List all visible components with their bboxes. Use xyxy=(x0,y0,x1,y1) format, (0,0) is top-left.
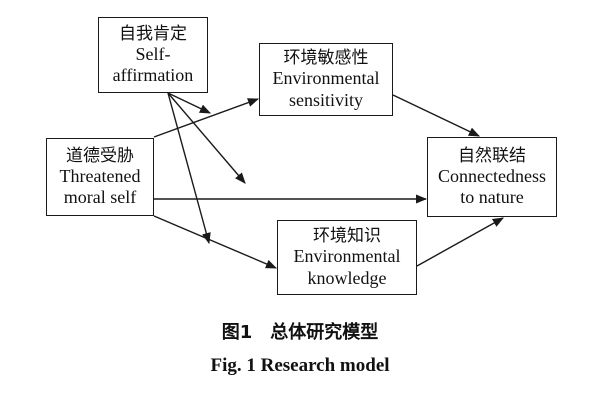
node-label-zh: 自然联结 xyxy=(458,145,526,166)
node-self-affirmation: 自我肯定 Self- affirmation xyxy=(98,17,208,93)
node-label-zh: 道德受胁 xyxy=(66,145,134,166)
node-label-en-line1: Self- xyxy=(135,43,171,64)
arrow-moral-to-knowledge xyxy=(153,215,278,269)
node-threatened-moral-self: 道德受胁 Threatened moral self xyxy=(46,138,154,216)
node-label-en-line2: moral self xyxy=(63,187,137,208)
node-label-en-line1: Threatened xyxy=(59,165,141,186)
node-label-en-line2: to nature xyxy=(460,187,524,208)
node-environmental-sensitivity: 环境敏感性 Environmental sensitivity xyxy=(259,43,393,116)
arrow-self-to-sensitivity-path xyxy=(167,92,212,114)
figure-caption-en: Fig. 1 Research model xyxy=(210,355,390,376)
node-label-en-line2: sensitivity xyxy=(288,89,363,110)
arrow-knowledge-to-connectedness xyxy=(416,217,504,267)
node-label-zh: 环境敏感性 xyxy=(283,48,369,69)
arrow-self-to-knowledge-path xyxy=(167,92,211,245)
arrow-self-to-direct-path xyxy=(167,92,246,184)
node-label-en-line1: Environmental xyxy=(293,246,401,267)
node-label-en-line1: Connectedness xyxy=(438,165,546,186)
node-label-en-line2: knowledge xyxy=(307,267,387,288)
node-label-zh: 环境知识 xyxy=(313,226,381,247)
figure-caption-zh: 图1 总体研究模型 xyxy=(221,322,379,343)
arrow-moral-to-sensitivity xyxy=(153,98,260,138)
node-label-en-line1: Environmental xyxy=(272,68,380,89)
arrow-sensitivity-to-connectedness xyxy=(392,94,481,137)
node-connectedness-to-nature: 自然联结 Connectedness to nature xyxy=(427,137,557,217)
node-environmental-knowledge: 环境知识 Environmental knowledge xyxy=(277,220,417,295)
node-label-zh: 自我肯定 xyxy=(119,23,187,44)
node-label-en-line2: affirmation xyxy=(112,65,194,86)
